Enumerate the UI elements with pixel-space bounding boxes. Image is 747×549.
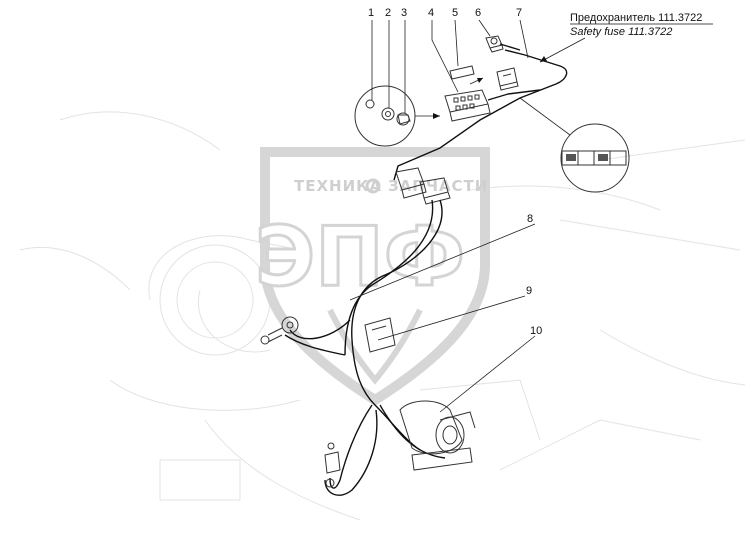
part-10-starter-motor	[399, 400, 476, 471]
part-1-nut	[365, 99, 375, 109]
callout-4: 4	[428, 7, 434, 19]
part-4-terminal-block	[444, 89, 491, 122]
watermark-shield	[260, 147, 490, 406]
lower-parts	[260, 316, 476, 488]
part-9-bracket	[364, 317, 396, 353]
callout-6: 6	[475, 7, 481, 19]
watermark: ТЕХНИКА ЗАПЧАСТИ ЭПФ	[254, 147, 490, 406]
fuse-info-detail	[519, 97, 630, 193]
part-2-washer	[381, 107, 395, 121]
callout-8: 8	[527, 213, 533, 225]
fuse-label: Предохранитель 111.3722 Safety fuse 111.…	[539, 12, 713, 63]
central-connectors	[395, 167, 451, 205]
background-machine-outline	[19, 111, 746, 521]
callout-5: 5	[452, 7, 458, 19]
callout-9: 9	[526, 285, 532, 297]
left-sensor	[260, 316, 299, 345]
watermark-wheat-icon	[327, 308, 423, 385]
part-7-fuse-holder	[496, 67, 519, 91]
callout-10: 10	[530, 325, 542, 337]
watermark-gear-icon	[365, 178, 381, 194]
lower-left-terminal	[324, 442, 341, 488]
callouts: 1 2 3 4 5 6 7 8 9 10	[349, 7, 542, 413]
watermark-main: ЭПФ	[255, 210, 465, 305]
watermark-right-word: ЗАПЧАСТИ	[388, 177, 488, 195]
upper-harness-wire	[393, 49, 568, 181]
watermark-left-word: ТЕХНИКА	[294, 177, 382, 195]
callout-3: 3	[401, 7, 407, 19]
callout-7: 7	[516, 7, 522, 19]
fuse-label-ru: Предохранитель 111.3722	[570, 12, 702, 24]
callout-1: 1	[368, 7, 374, 19]
fastener-detail-circle	[354, 85, 416, 147]
fuse-label-en: Safety fuse 111.3722	[570, 26, 672, 38]
part-5-cover-plate	[449, 65, 475, 80]
upper-parts	[354, 35, 630, 205]
callout-2: 2	[385, 7, 391, 19]
